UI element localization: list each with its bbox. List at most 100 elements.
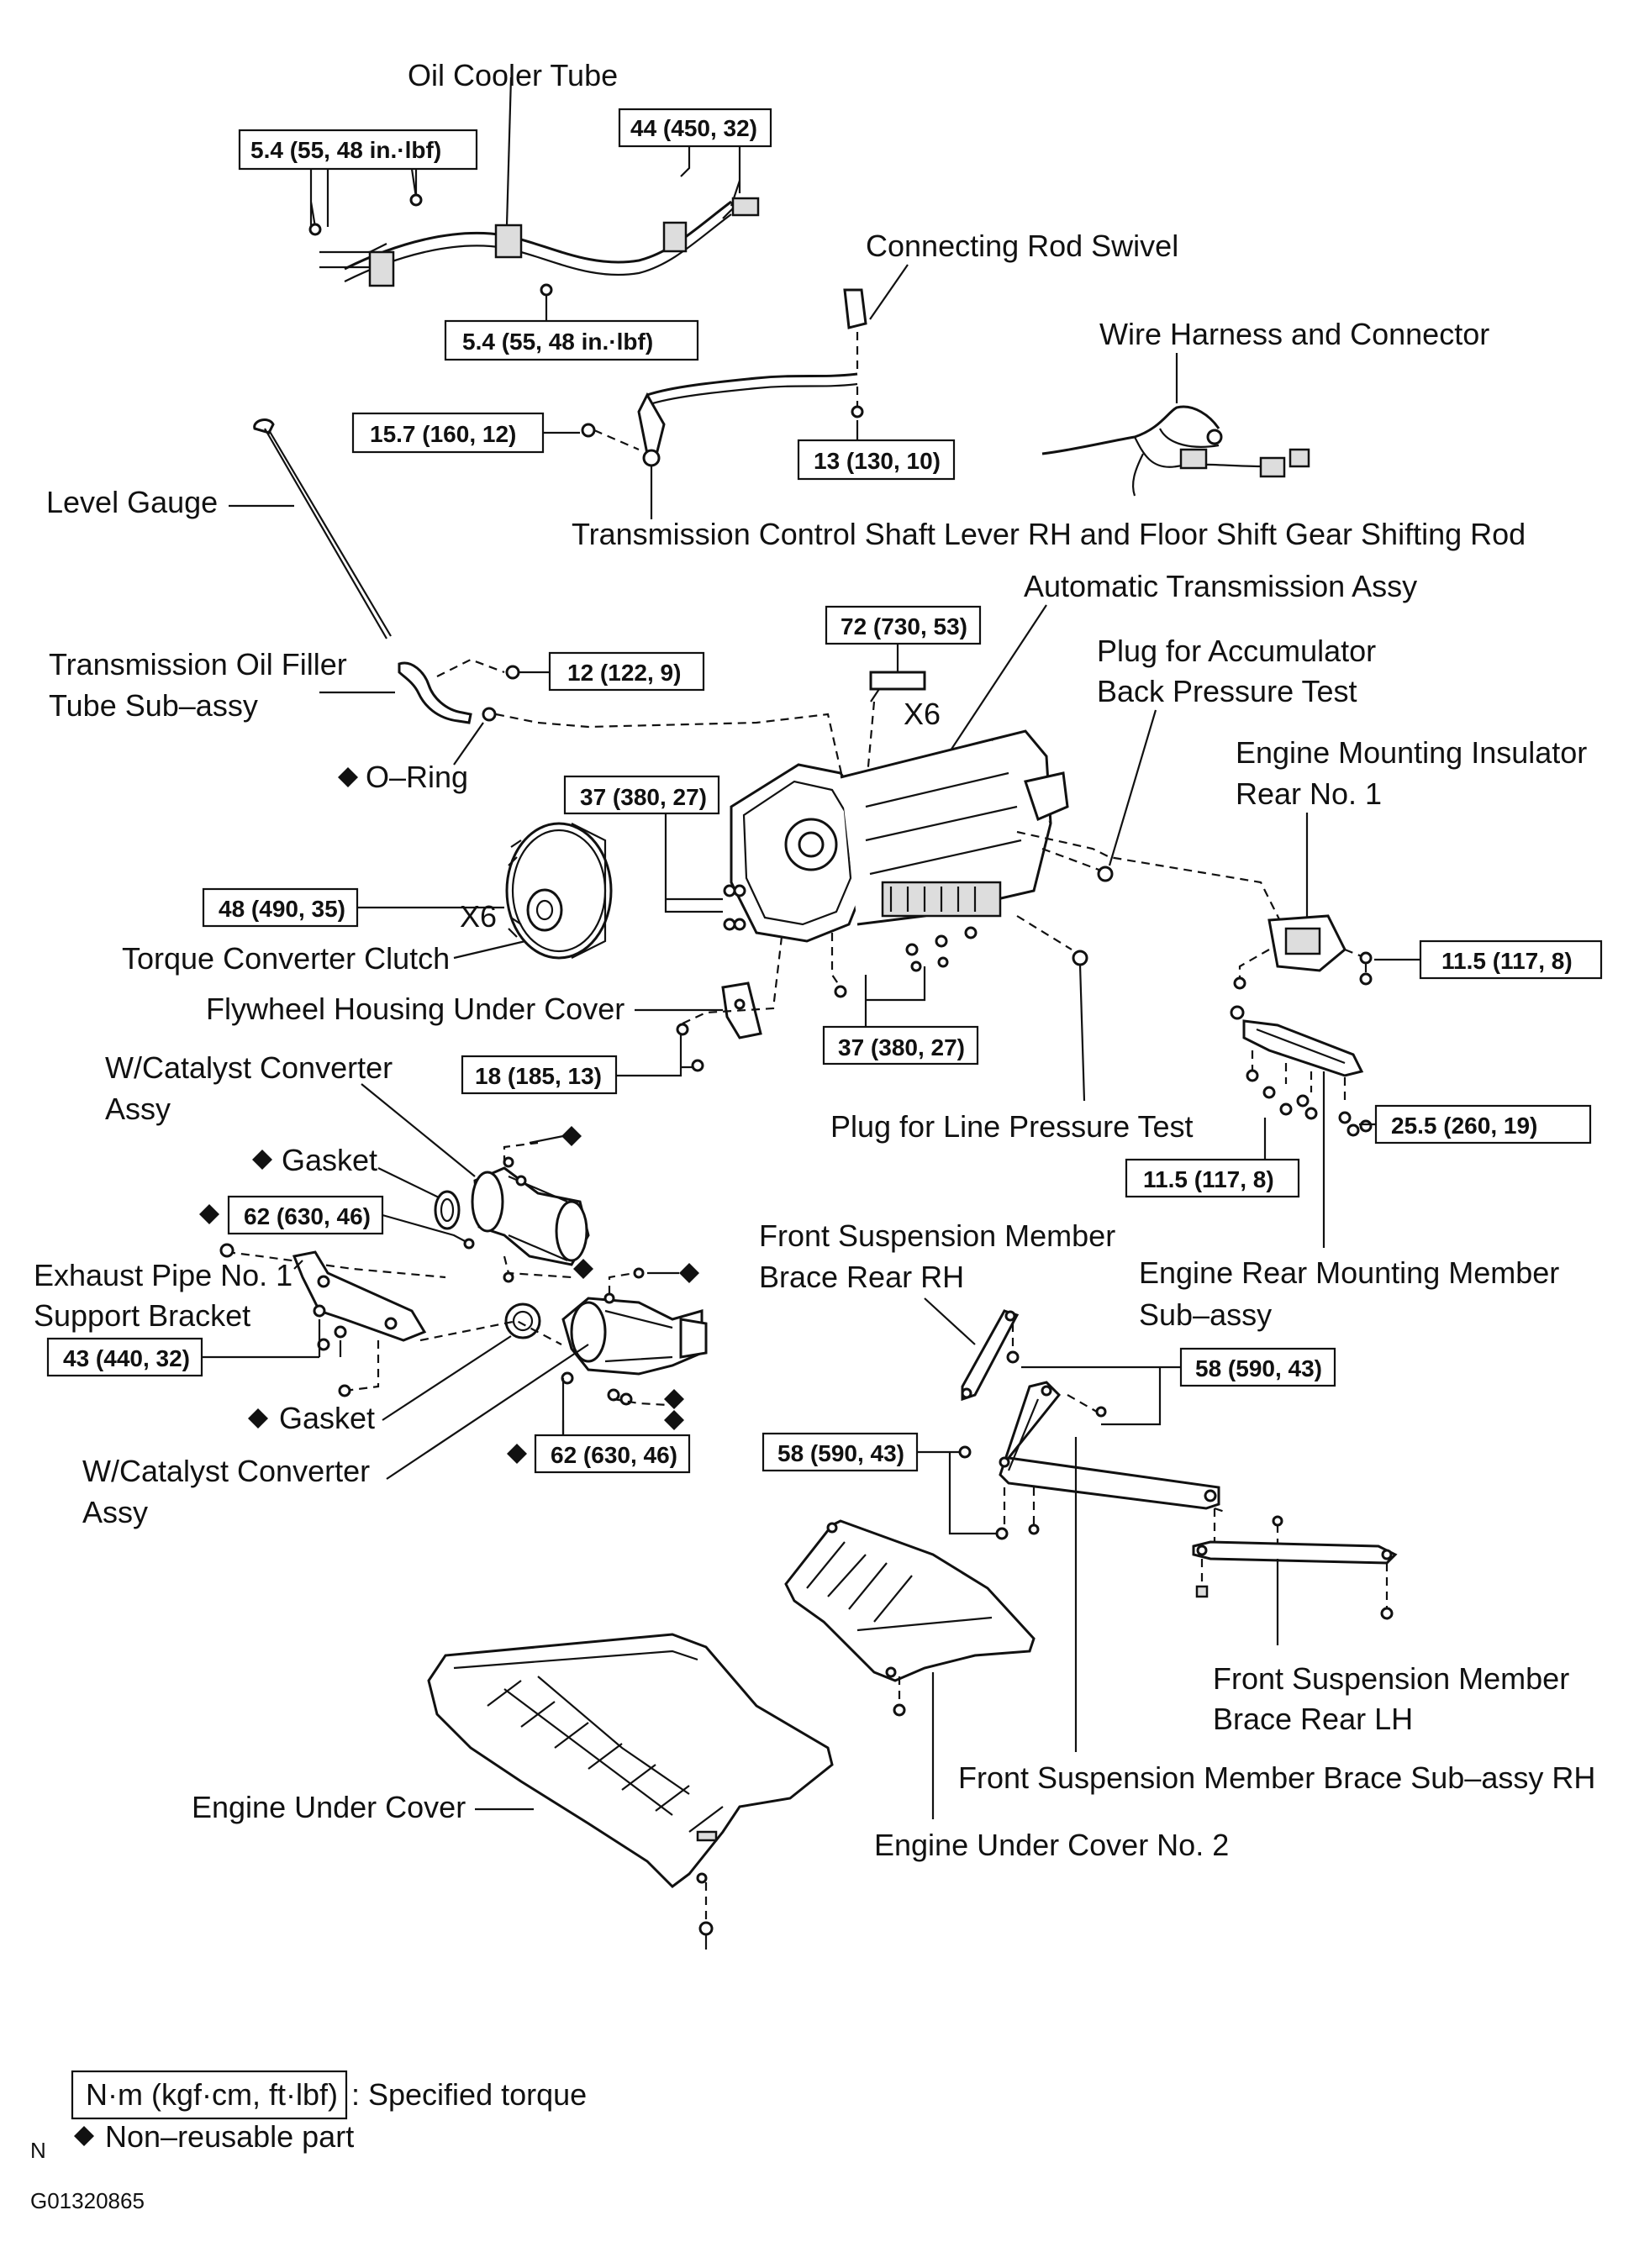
torque-box-insulator: 11.5 (117, 8) xyxy=(1419,939,1603,980)
label-gasket-1: Gasket xyxy=(282,1143,377,1177)
black-diamond-icon xyxy=(252,1150,272,1170)
label-filler-tube-1: Transmission Oil Filler xyxy=(49,647,347,681)
front-susp-brace-rear-rh xyxy=(961,1309,1020,1402)
label-front-susp-brace-rh: Front Suspension Member Brace Sub–assy R… xyxy=(958,1760,1595,1795)
figure-code: G01320865 xyxy=(30,2188,145,2213)
label-plug-accum-1: Plug for Accumulator xyxy=(1097,634,1376,668)
legend-nonreusable: Non–reusable part xyxy=(105,2119,354,2154)
svg-text:13 (130, 10): 13 (130, 10) xyxy=(814,448,941,474)
connecting-rod-swivel xyxy=(843,288,867,329)
label-torque-converter: Torque Converter Clutch xyxy=(122,941,450,976)
label-catalyst-1b: Assy xyxy=(105,1092,171,1126)
label-wire-harness: Wire Harness and Connector xyxy=(1099,317,1489,351)
torque-box-brace-right: 58 (590, 43) xyxy=(1179,1347,1336,1387)
label-plug-line-pressure: Plug for Line Pressure Test xyxy=(830,1109,1194,1144)
black-diamond-icon xyxy=(664,1410,684,1430)
torque-box-bracket: 43 (440, 32) xyxy=(46,1337,203,1377)
torque-box-housing: 37 (380, 27) xyxy=(563,775,720,815)
label-gasket-2: Gasket xyxy=(279,1401,375,1435)
label-x6-a: X6 xyxy=(904,697,941,731)
o-ring xyxy=(482,707,497,722)
black-diamond-icon xyxy=(664,1389,684,1409)
black-diamond-icon xyxy=(248,1408,268,1429)
front-susp-brace-sub-assy-rh xyxy=(999,1381,1220,1510)
svg-text:5.4 (55, 48 in.·lbf): 5.4 (55, 48 in.·lbf) xyxy=(250,137,441,163)
svg-text:72 (730, 53): 72 (730, 53) xyxy=(841,613,967,639)
label-front-susp-rh-1: Front Suspension Member xyxy=(759,1218,1115,1253)
catalyst-converter-1 xyxy=(471,1166,590,1266)
black-diamond-icon xyxy=(573,1259,593,1279)
torque-box-lever-right: 13 (130, 10) xyxy=(797,439,956,481)
front-susp-brace-rear-lh xyxy=(1192,1540,1398,1565)
torque-box-flywheel: 18 (185, 13) xyxy=(461,1055,618,1095)
torque-box-converter: 48 (490, 35) xyxy=(202,887,359,928)
svg-text:25.5 (260, 19): 25.5 (260, 19) xyxy=(1391,1113,1537,1139)
gasket-2-part xyxy=(504,1302,541,1339)
engine-rear-mounting-member xyxy=(1242,1019,1364,1077)
legend-unit-box: N·m (kgf·cm, ft·lbf) xyxy=(86,2077,338,2112)
torque-converter xyxy=(505,822,613,960)
label-front-susp-lh-2: Brace Rear LH xyxy=(1213,1702,1413,1736)
catalyst-converter-2 xyxy=(561,1297,708,1376)
black-diamond-icon xyxy=(561,1126,582,1146)
shifting-rod xyxy=(637,372,858,467)
svg-text:43 (440, 32): 43 (440, 32) xyxy=(63,1345,190,1371)
svg-text:62 (630, 46): 62 (630, 46) xyxy=(244,1203,371,1229)
label-level-gauge: Level Gauge xyxy=(46,485,218,519)
torque-box-oil-left: 5.4 (55, 48 in.·lbf) xyxy=(238,129,478,171)
label-plug-accum-2: Back Pressure Test xyxy=(1097,674,1357,708)
label-catalyst-1a: W/Catalyst Converter xyxy=(105,1050,393,1085)
label-engine-under-cover: Engine Under Cover xyxy=(192,1790,466,1824)
label-engine-rear-member-1: Engine Rear Mounting Member xyxy=(1139,1255,1559,1290)
svg-text:62 (630, 46): 62 (630, 46) xyxy=(551,1442,677,1468)
label-engine-under-cover-2: Engine Under Cover No. 2 xyxy=(874,1828,1229,1862)
label-filler-tube-2: Tube Sub–assy xyxy=(49,688,258,723)
svg-text:58 (590, 43): 58 (590, 43) xyxy=(777,1440,904,1466)
label-connecting-rod-swivel: Connecting Rod Swivel xyxy=(866,229,1178,263)
legend-unit-text: : Specified torque xyxy=(351,2077,587,2112)
label-front-susp-rh-2: Brace Rear RH xyxy=(759,1260,964,1294)
black-diamond-icon xyxy=(507,1444,527,1464)
torque-box-catalyst-2: 62 (630, 46) xyxy=(534,1434,691,1474)
svg-text:48 (490, 35): 48 (490, 35) xyxy=(219,896,345,922)
gasket-1-part xyxy=(434,1190,461,1230)
label-oil-cooler-tube: Oil Cooler Tube xyxy=(408,58,618,92)
label-front-susp-lh-1: Front Suspension Member xyxy=(1213,1661,1569,1696)
torque-box-oil-right: 44 (450, 32) xyxy=(618,108,772,148)
label-engine-mount-1: Engine Mounting Insulator xyxy=(1236,735,1587,770)
label-o-ring: O–Ring xyxy=(366,760,468,794)
oil-filler-tube xyxy=(398,661,472,724)
svg-text:37 (380, 27): 37 (380, 27) xyxy=(838,1034,965,1060)
automatic-transmission xyxy=(730,729,1069,943)
label-flywheel-cover: Flywheel Housing Under Cover xyxy=(206,992,625,1026)
label-exhaust-bracket-2: Support Bracket xyxy=(34,1298,250,1333)
label-catalyst-2a: W/Catalyst Converter xyxy=(82,1454,370,1488)
legend-n-mark: N xyxy=(30,2138,46,2163)
svg-text:12 (122, 9): 12 (122, 9) xyxy=(567,660,681,686)
torque-box-filler: 12 (122, 9) xyxy=(548,651,705,692)
svg-text:58 (590, 43): 58 (590, 43) xyxy=(1195,1355,1322,1381)
engine-under-cover-no2 xyxy=(784,1519,1036,1682)
torque-box-housing-lower: 37 (380, 27) xyxy=(822,1025,979,1066)
torque-box-catalyst-1: 62 (630, 46) xyxy=(227,1195,384,1235)
label-control-shaft-lever: Transmission Control Shaft Lever RH and … xyxy=(572,517,1526,551)
label-engine-rear-member-2: Sub–assy xyxy=(1139,1297,1272,1332)
exhaust-pipe-bracket xyxy=(292,1250,427,1342)
legend: N·m (kgf·cm, ft·lbf) : Specified torque … xyxy=(30,2070,587,2213)
torque-box-oil-bottom: 5.4 (55, 48 in.·lbf) xyxy=(444,319,699,361)
svg-text:5.4 (55, 48 in.·lbf): 5.4 (55, 48 in.·lbf) xyxy=(462,329,653,355)
label-exhaust-bracket-1: Exhaust Pipe No. 1 xyxy=(34,1258,292,1292)
black-diamond-icon xyxy=(679,1263,699,1283)
svg-text:15.7 (160, 12): 15.7 (160, 12) xyxy=(370,421,516,447)
label-auto-trans: Automatic Transmission Assy xyxy=(1024,569,1417,603)
label-x6-b: X6 xyxy=(460,899,497,934)
svg-text:44 (450, 32): 44 (450, 32) xyxy=(630,115,757,141)
level-gauge xyxy=(253,418,392,639)
engine-mounting-insulator xyxy=(1267,914,1347,972)
svg-text:37 (380, 27): 37 (380, 27) xyxy=(580,784,707,810)
legend-torque-box xyxy=(71,2070,348,2120)
label-catalyst-2b: Assy xyxy=(82,1495,148,1529)
black-diamond-icon xyxy=(338,767,358,787)
engine-under-cover xyxy=(427,1633,834,1888)
